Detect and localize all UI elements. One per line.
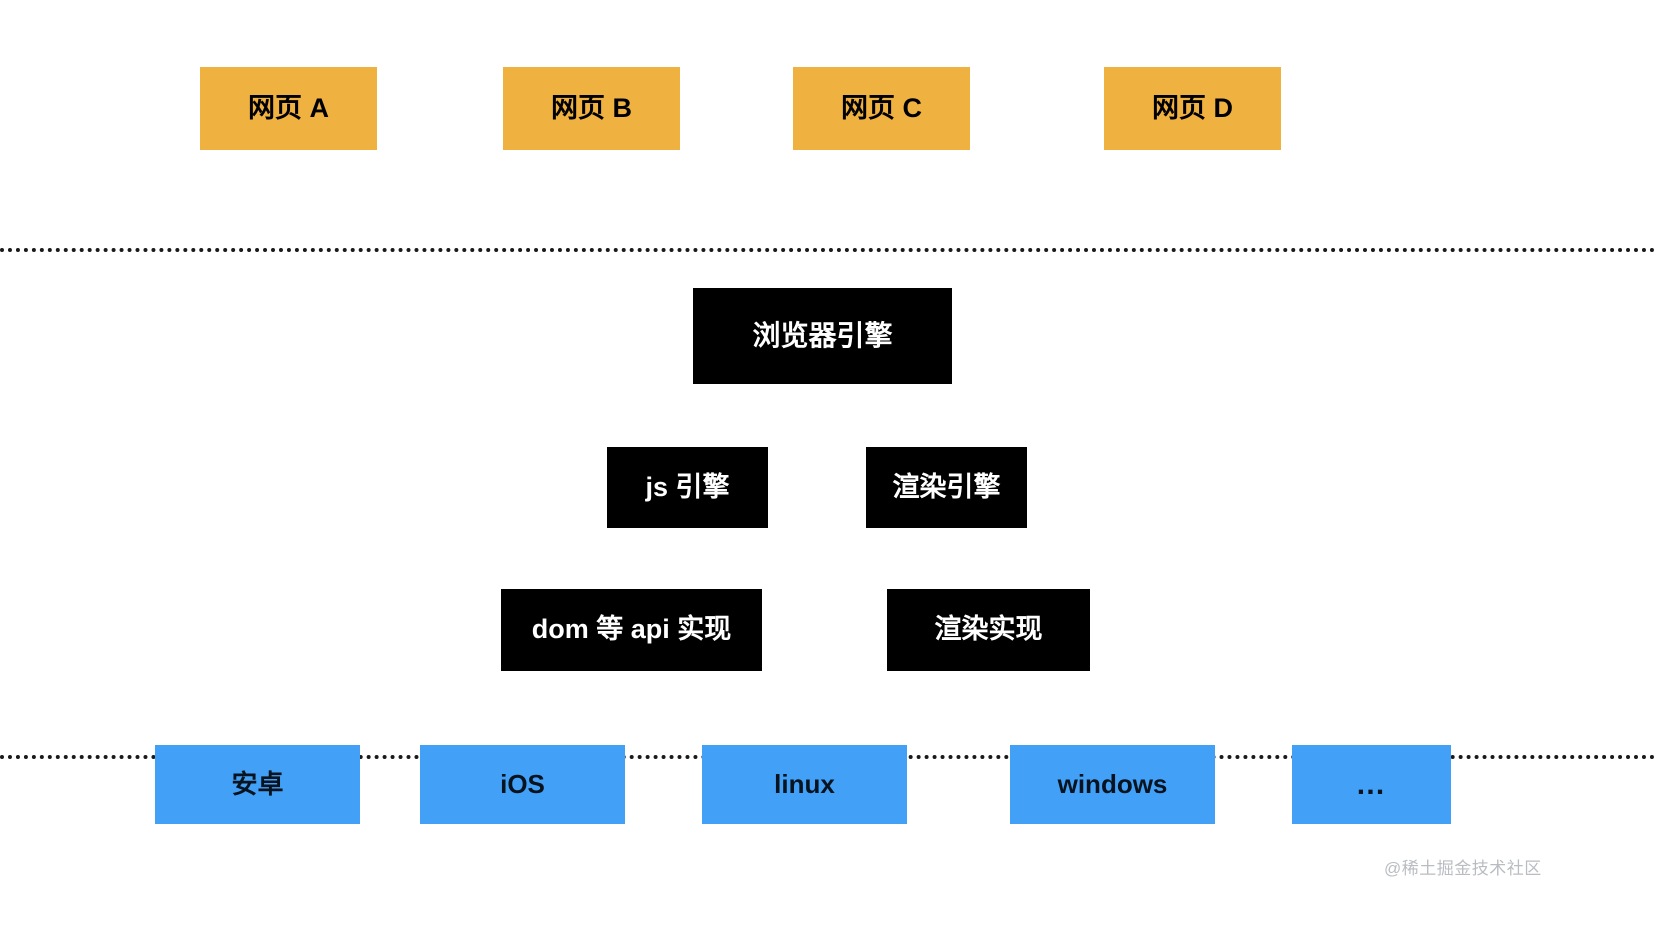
os-box-more[interactable]: … <box>1292 745 1451 824</box>
js-engine-box[interactable]: js 引擎 <box>607 447 768 528</box>
web-page-box-b[interactable]: 网页 B <box>503 67 680 150</box>
web-page-box-c[interactable]: 网页 C <box>793 67 970 150</box>
render-implementation-box[interactable]: 渲染实现 <box>887 589 1090 671</box>
os-box-linux[interactable]: linux <box>702 745 907 824</box>
os-box-windows[interactable]: windows <box>1010 745 1215 824</box>
web-page-box-d[interactable]: 网页 D <box>1104 67 1281 150</box>
web-page-box-a[interactable]: 网页 A <box>200 67 377 150</box>
render-engine-box[interactable]: 渲染引擎 <box>866 447 1027 528</box>
os-box-android[interactable]: 安卓 <box>155 745 360 824</box>
divider-top <box>0 248 1656 252</box>
browser-engine-box[interactable]: 浏览器引擎 <box>693 288 952 384</box>
os-box-ios[interactable]: iOS <box>420 745 625 824</box>
watermark-label: @稀土掘金技术社区 <box>1384 859 1542 878</box>
dom-api-implementation-box[interactable]: dom 等 api 实现 <box>501 589 762 671</box>
